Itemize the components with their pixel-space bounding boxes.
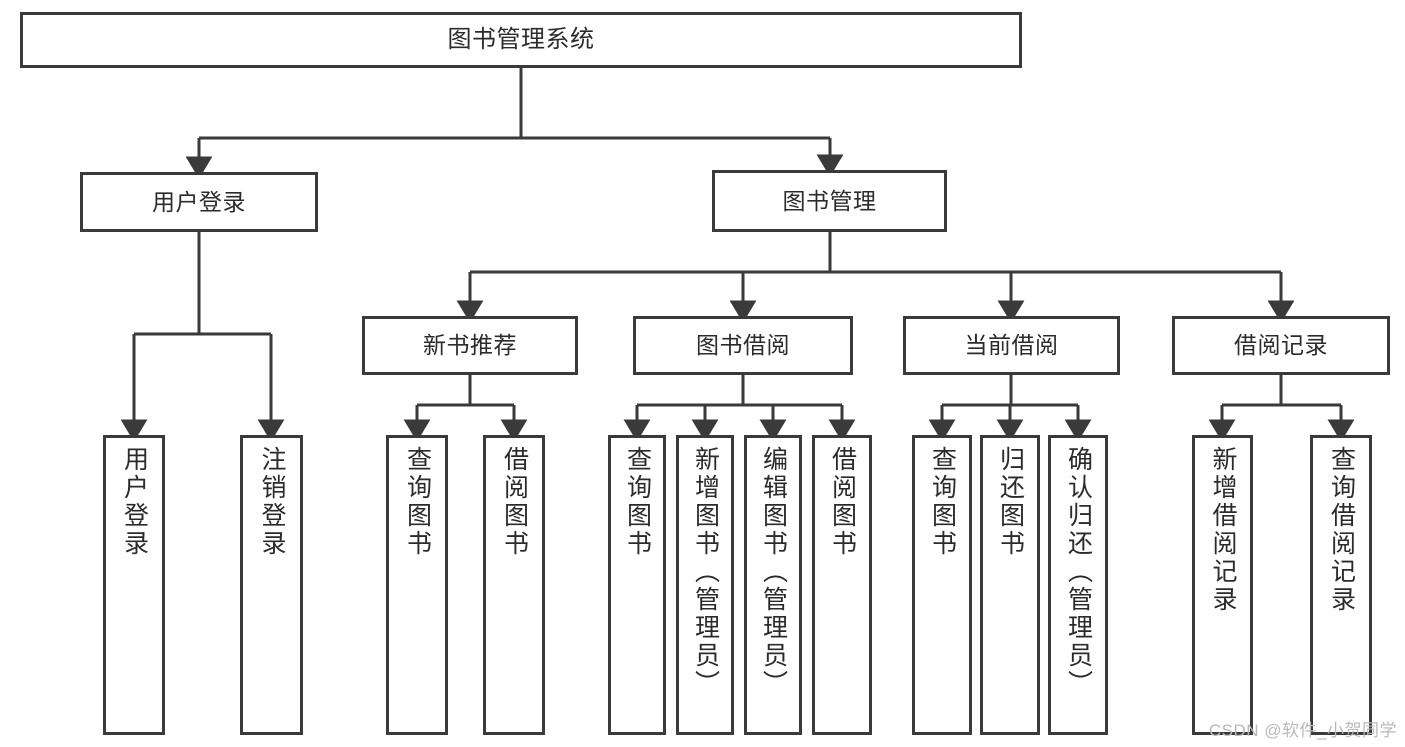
node-book-management[interactable]: 图书管理 [712, 170, 947, 232]
leaf-borrow-book-recommend-label: 借阅图书 [500, 446, 529, 558]
leaf-query-book-current-label: 查询图书 [928, 446, 957, 558]
node-borrow-record[interactable]: 借阅记录 [1172, 316, 1390, 375]
leaf-query-borrow-record[interactable]: 查询借阅记录 [1310, 435, 1372, 735]
leaf-logout[interactable]: 注销登录 [240, 435, 303, 735]
node-current-borrow-label: 当前借阅 [964, 332, 1059, 359]
node-new-book-recommend[interactable]: 新书推荐 [362, 316, 578, 375]
node-book-borrow-label: 图书借阅 [696, 332, 790, 359]
leaf-add-borrow-record[interactable]: 新增借阅记录 [1192, 435, 1253, 735]
watermark: CSDN @软件_小贺同学 [1208, 721, 1397, 740]
node-borrow-record-label: 借阅记录 [1234, 332, 1328, 359]
leaf-borrow-book-label: 借阅图书 [828, 446, 857, 558]
node-book-management-label: 图书管理 [782, 187, 877, 214]
leaf-query-book-recommend[interactable]: 查询图书 [386, 435, 448, 735]
leaf-edit-book-admin[interactable]: 编辑图书（管理员） [744, 435, 802, 735]
leaf-return-book-label: 归还图书 [996, 446, 1025, 558]
leaf-query-book-current[interactable]: 查询图书 [912, 435, 972, 735]
leaf-logout-label: 注销登录 [258, 446, 286, 558]
node-new-book-recommend-label: 新书推荐 [423, 332, 517, 359]
leaf-return-book[interactable]: 归还图书 [980, 435, 1040, 735]
leaf-edit-book-admin-label: 编辑图书（管理员） [759, 446, 788, 698]
leaf-user-login[interactable]: 用户登录 [103, 435, 165, 735]
leaf-add-book-admin[interactable]: 新增图书（管理员） [676, 435, 734, 735]
node-user-login[interactable]: 用户登录 [80, 172, 318, 232]
leaf-user-login-label: 用户登录 [120, 446, 149, 558]
leaf-query-borrow-record-label: 查询借阅记录 [1327, 446, 1356, 614]
leaf-query-book-recommend-label: 查询图书 [403, 446, 432, 558]
leaf-query-book-borrow[interactable]: 查询图书 [608, 435, 666, 735]
node-book-borrow[interactable]: 图书借阅 [633, 316, 853, 375]
leaf-confirm-return-admin-label: 确认归还（管理员） [1064, 446, 1093, 698]
leaf-add-borrow-record-label: 新增借阅记录 [1209, 446, 1237, 614]
node-user-login-label: 用户登录 [152, 188, 246, 215]
leaf-add-book-admin-label: 新增图书（管理员） [691, 446, 720, 698]
leaf-borrow-book[interactable]: 借阅图书 [812, 435, 872, 735]
leaf-borrow-book-recommend[interactable]: 借阅图书 [483, 435, 545, 735]
node-current-borrow[interactable]: 当前借阅 [903, 316, 1120, 375]
leaf-confirm-return-admin[interactable]: 确认归还（管理员） [1048, 435, 1108, 735]
node-root[interactable]: 图书管理系统 [20, 12, 1022, 68]
node-root-label: 图书管理系统 [447, 26, 595, 54]
leaf-query-book-borrow-label: 查询图书 [623, 446, 652, 558]
